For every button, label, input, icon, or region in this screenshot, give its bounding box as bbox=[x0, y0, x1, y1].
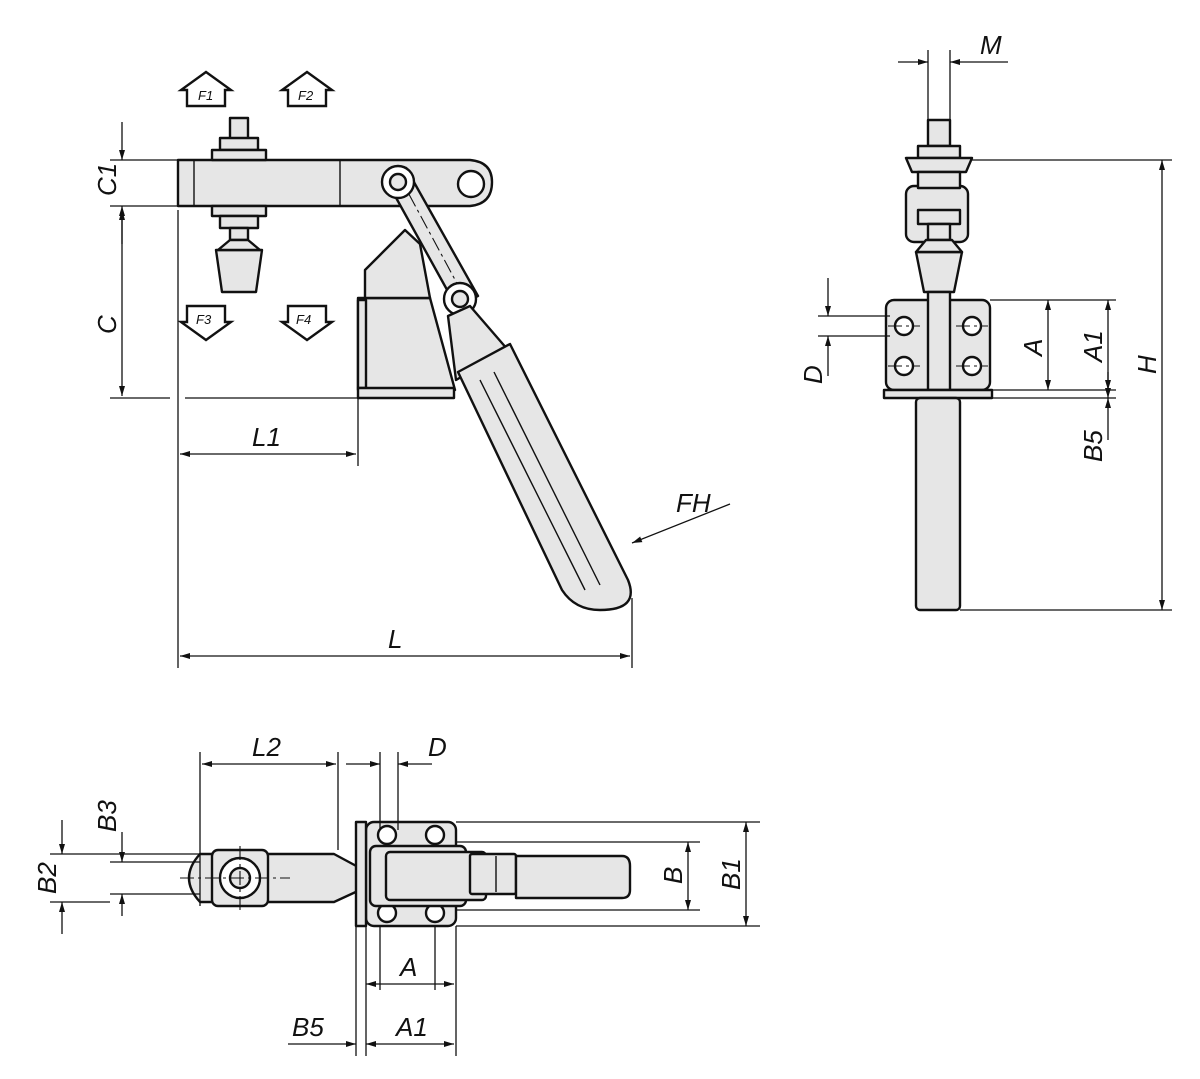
force-arrow-f4: F4 bbox=[278, 304, 336, 342]
base-plate bbox=[356, 386, 456, 400]
label-l1: L1 bbox=[252, 422, 281, 452]
label-c1: C1 bbox=[92, 163, 122, 196]
label-b3: B3 bbox=[92, 800, 122, 832]
upper-nut bbox=[218, 136, 260, 152]
front-view: M D bbox=[798, 30, 1172, 612]
label-f1: F1 bbox=[198, 88, 213, 103]
label-b5-front: B5 bbox=[1078, 430, 1108, 462]
label-d-top: D bbox=[428, 732, 447, 762]
base-body bbox=[356, 296, 457, 392]
side-view: F1 F2 F3 F4 bbox=[92, 70, 731, 668]
label-a1-front: A1 bbox=[1078, 330, 1108, 364]
force-arrow-f3: F3 bbox=[177, 304, 235, 342]
label-b2: B2 bbox=[32, 862, 62, 894]
label-l2: L2 bbox=[252, 732, 281, 762]
lower-nut bbox=[210, 204, 268, 218]
label-a-front: A bbox=[1018, 339, 1048, 358]
handle-grip bbox=[456, 342, 632, 612]
label-a1-top: A1 bbox=[394, 1012, 428, 1042]
handle-grip-top bbox=[514, 854, 632, 900]
label-m: M bbox=[980, 30, 1002, 60]
handle-end bbox=[914, 396, 962, 612]
label-f3: F3 bbox=[196, 312, 212, 327]
label-h: H bbox=[1132, 355, 1162, 374]
label-b1: B1 bbox=[716, 858, 746, 890]
label-b5-top: B5 bbox=[292, 1012, 324, 1042]
label-a-top: A bbox=[398, 952, 417, 982]
force-arrow-f2: F2 bbox=[278, 70, 336, 108]
top-view: L2 D B3 B2 B B1 A A1 B5 bbox=[32, 732, 760, 1056]
pressure-spindle-tip bbox=[214, 248, 264, 294]
label-b: B bbox=[658, 867, 688, 884]
label-f4: F4 bbox=[296, 312, 311, 327]
label-fh: FH bbox=[676, 488, 711, 518]
label-f2: F2 bbox=[298, 88, 314, 103]
label-l: L bbox=[388, 624, 402, 654]
label-c: C bbox=[92, 315, 122, 334]
force-arrow-f1: F1 bbox=[177, 70, 235, 108]
label-d-front: D bbox=[798, 365, 828, 384]
plunger-bar bbox=[176, 158, 494, 208]
